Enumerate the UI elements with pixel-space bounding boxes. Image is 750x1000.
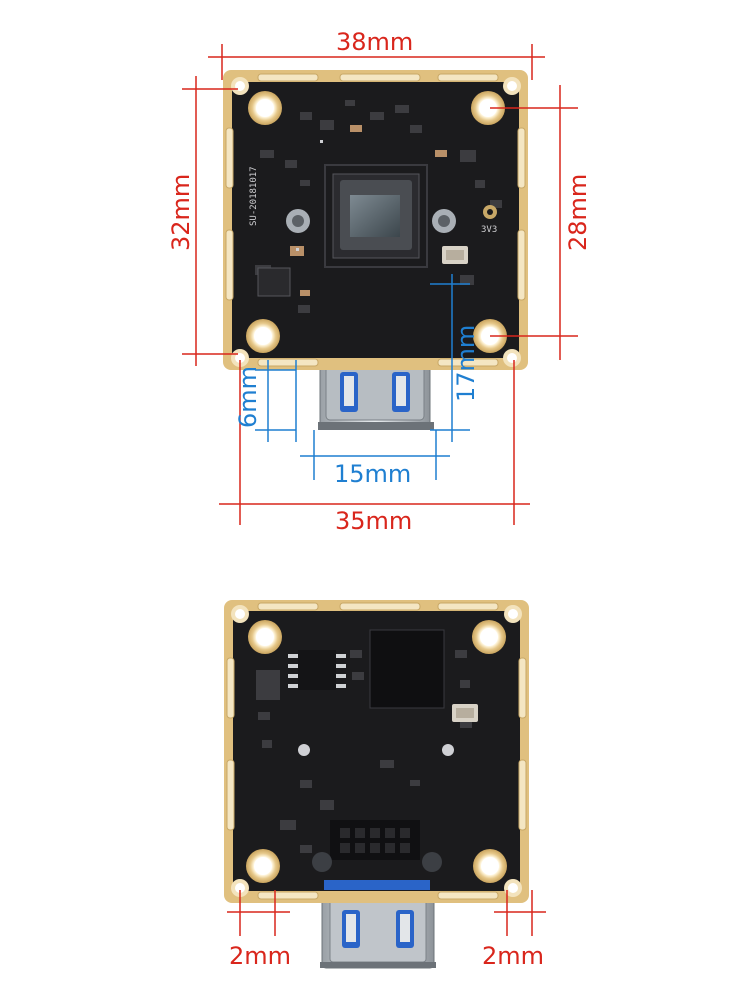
back-red-dimension-lines [227,890,546,936]
front-blue-dimension-lines [255,274,470,480]
dimension-back-right-margin: 2mm [482,942,545,970]
dimension-left-height: 32mm [167,173,195,251]
front-red-dimension-lines [182,44,578,525]
dimension-usb-width: 15mm [334,460,412,488]
board-id-silkscreen: SU-20181017 [249,166,259,226]
front-mounting-holes [231,77,521,367]
dimension-usb-height: 17mm [452,324,480,402]
dimension-usb-offset: 6mm [234,365,262,428]
power-label-silkscreen: 3V3 [481,225,497,235]
image-sensor [324,164,428,268]
back-mounting-holes [231,605,522,897]
dimension-top-width: 38mm [336,28,414,56]
dimension-right-height: 28mm [564,173,592,251]
flash-chip [288,650,346,690]
back-board [224,600,529,969]
main-chip [369,629,445,709]
dimension-bottom-width: 35mm [335,507,413,535]
dimension-back-left-margin: 2mm [229,942,292,970]
